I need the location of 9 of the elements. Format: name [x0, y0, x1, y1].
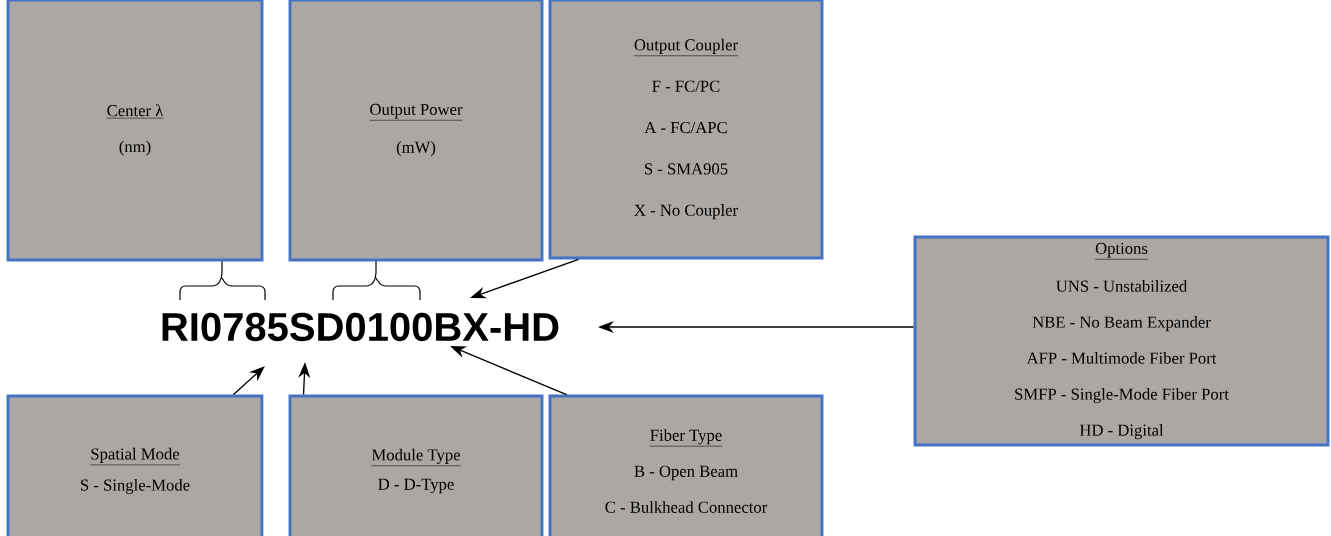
- arrow: [232, 366, 265, 396]
- info-box: Center λ (nm): [6, 0, 264, 262]
- info-box: Options UNS - Unstabilized NBE - No Beam Expander AFP - Multimode Fiber Port SMFP - Single-Mode Fiber Port HD - Digital: [913, 235, 1330, 447]
- part-number: RI0785SD0100BX-HD: [162, 312, 559, 342]
- info-box: Spatial Mode S - Single-Mode: [6, 394, 264, 536]
- info-box: Module Type D - D-Type: [288, 394, 544, 536]
- info-box: Output Power (mW): [288, 0, 544, 262]
- info-box: Fiber Type B - Open Beam C - Bulkhead Connector: [548, 394, 824, 536]
- info-box: Output Coupler F - FC/PC A - FC/APC S - SMA905 X - No Coupler: [548, 0, 824, 260]
